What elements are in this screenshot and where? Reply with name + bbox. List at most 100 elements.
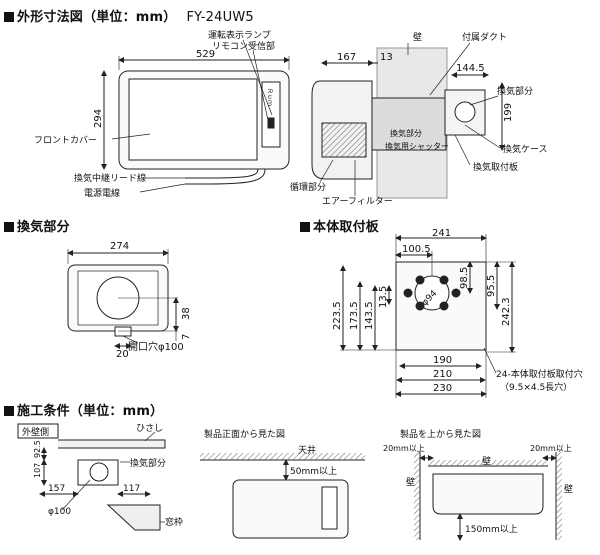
side-view <box>311 42 505 199</box>
dim-107: 107 <box>33 463 42 478</box>
label-duct: 付属ダクト <box>462 31 507 43</box>
duct <box>371 97 447 151</box>
mount-heading: 本体取付板 <box>300 216 379 235</box>
ceiling-hatch <box>200 453 365 460</box>
mount-heading-text: 本体取付板 <box>313 220 380 235</box>
outline-heading-text: 外形寸法図（単位：mm） <box>17 10 177 25</box>
dim-210: 210 <box>433 369 452 380</box>
outline-heading: 外形寸法図（単位：mm） FY-24UW5 <box>4 6 254 25</box>
install-outside-view <box>17 423 166 531</box>
dim-phi100: φ100 <box>48 507 71 517</box>
mount-hole-2 <box>439 275 449 285</box>
callout-power: 電源電線 <box>84 187 120 199</box>
dim-117: 117 <box>123 484 140 494</box>
mount-hole-3 <box>415 301 425 311</box>
heading-square-icon <box>4 12 14 22</box>
dim-529: 529 <box>196 49 215 60</box>
fan-motor <box>454 101 476 123</box>
heading-square-icon <box>4 222 14 232</box>
mount-hole-1 <box>415 275 425 285</box>
eave <box>58 439 166 449</box>
dim-98-5: 98.5 <box>459 267 470 289</box>
vent-heading-text: 換気部分 <box>17 220 70 235</box>
dim-274: 274 <box>110 241 129 252</box>
callout-cover: フロントカバー <box>34 135 97 146</box>
dim-199: 199 <box>503 103 514 122</box>
heading-square-icon <box>300 222 310 232</box>
label-window-frame: 窓枠 <box>165 516 183 528</box>
dim-242-3: 242.3 <box>501 297 512 326</box>
front-view <box>101 39 290 193</box>
dim-294: 294 <box>93 109 104 128</box>
label-hole: 開口穴φ100 <box>128 340 184 353</box>
label-vent-install: 換気部分 <box>130 457 166 469</box>
dim-100-5: 100.5 <box>402 244 431 255</box>
outside-tag-box <box>17 423 59 439</box>
dim-20: 20 <box>116 349 129 360</box>
dim-230: 230 <box>433 383 452 394</box>
relay-cord <box>185 168 259 179</box>
model-number: FY-24UW5 <box>186 10 254 25</box>
vent-duct-hole <box>89 462 109 482</box>
label-mount-holes: 24-本体取付板取付穴 <box>496 368 583 380</box>
vent-part-view <box>67 249 179 349</box>
label-wall-right: 壁 <box>564 483 573 495</box>
label-eave: ひさし <box>136 423 163 434</box>
mount-hole-5 <box>451 288 461 298</box>
label-circulation: 循環部分 <box>290 181 326 193</box>
install-top-view <box>414 452 562 541</box>
mount-hole-6 <box>403 288 413 298</box>
label-filter: エアーフィルター <box>322 196 393 207</box>
tag-outside-wall: 外壁側 <box>22 426 49 438</box>
dim-20mm-left: 20mm以上 <box>383 444 425 453</box>
dim-20mm-right: 20mm以上 <box>530 444 572 453</box>
dim-223-5: 223.5 <box>332 301 343 330</box>
dim-143-5: 143.5 <box>364 301 375 330</box>
callout-remote: リモコン受信部 <box>212 40 275 52</box>
label-wall-left: 壁 <box>406 476 415 488</box>
dim-167: 167 <box>337 52 356 63</box>
left-wall-hatch <box>414 452 420 540</box>
right-wall-hatch <box>556 452 562 540</box>
control-panel <box>261 81 281 148</box>
front-cover <box>128 78 258 161</box>
mount-plate-view <box>340 234 516 398</box>
unit-top-install <box>432 473 544 515</box>
callout-relay: 換気中継リード線 <box>74 172 146 184</box>
top-view-title: 製品を上から見た図 <box>400 428 481 440</box>
install-heading: 施工条件（単位：mm） <box>4 400 163 419</box>
circulation-grille <box>321 122 367 158</box>
top-wall-hatch <box>428 460 548 466</box>
panel-text: Ｒｕｍ <box>266 88 273 106</box>
dim-13: 13 <box>380 52 393 63</box>
dim-92-5: 92.5 <box>33 440 42 458</box>
power-cord <box>185 168 266 185</box>
label-wall: 壁 <box>413 31 422 43</box>
label-vent-side: 換気部分 <box>390 128 422 138</box>
label-shutter: 換気用シャッター <box>385 141 449 151</box>
dim-150mm: 150mm以上 <box>465 524 518 535</box>
lamp-indicator <box>267 117 275 129</box>
label-mount-plate-side: 換気取付板 <box>473 161 518 173</box>
label-vent-part: 換気部分 <box>497 85 533 97</box>
dim-173-5: 173.5 <box>349 301 360 330</box>
dim-190: 190 <box>433 355 452 366</box>
dim-95-5: 95.5 <box>486 275 497 297</box>
label-vent-case: 換気ケース <box>503 143 548 155</box>
dim-13-5: 13.5 <box>378 286 389 308</box>
callout-lamp: 運転表示ランプ <box>208 29 271 41</box>
dim-144-5: 144.5 <box>456 63 485 74</box>
install-heading-text: 施工条件（単位：mm） <box>17 404 164 419</box>
install-front-view <box>200 453 365 539</box>
dim-241: 241 <box>432 228 451 239</box>
dim-38: 38 <box>181 307 192 320</box>
unit-front-panel <box>321 486 338 530</box>
label-wall-top: 壁 <box>482 455 491 467</box>
window-frame <box>106 504 161 531</box>
terminal <box>114 326 132 337</box>
unit-front-install <box>232 479 349 539</box>
front-view-title: 製品正面から見た図 <box>204 428 285 440</box>
heading-square-icon <box>4 406 14 416</box>
